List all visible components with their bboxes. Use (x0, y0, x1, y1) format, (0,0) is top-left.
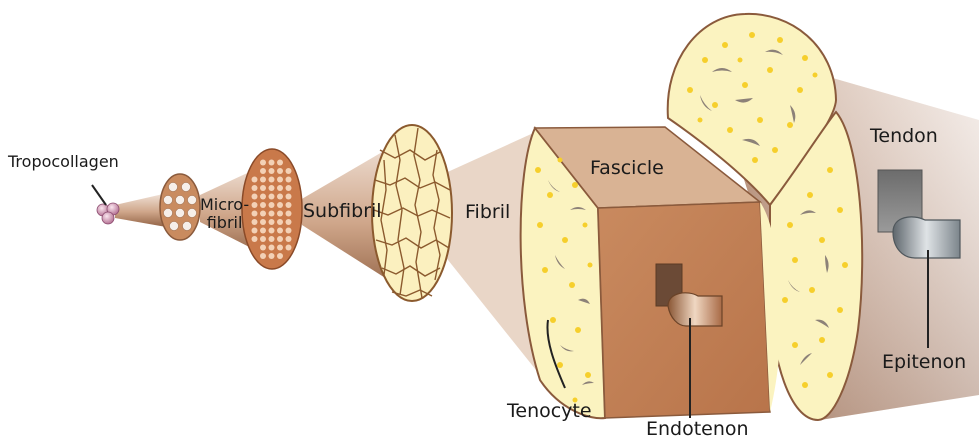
subfibril-dot (269, 168, 275, 174)
subfibril-dot (286, 177, 292, 183)
subfibril-dot (260, 185, 266, 191)
subfibril-dot (260, 253, 266, 259)
subfibril-dot (269, 177, 275, 183)
fibril-label: Fibril (465, 202, 510, 223)
subfibril-dot (277, 236, 283, 242)
subfibril-dot (260, 168, 266, 174)
subfibril-dot (286, 245, 292, 251)
subfibril-dot (277, 228, 283, 234)
microfibril-label: Micro- fibril (200, 196, 249, 232)
subfibril-dot (277, 185, 283, 191)
tropocollagen-label: Tropocollagen (8, 153, 119, 171)
subfibril-dot (286, 211, 292, 217)
subfibril-dot (252, 228, 258, 234)
subfibril-dot (277, 202, 283, 208)
subfibril-dot (286, 219, 292, 225)
subfibril-dot (252, 177, 258, 183)
microfibril-label-line1: Micro- (200, 196, 249, 214)
subfibril-dot (260, 160, 266, 166)
subfibril-dot (277, 211, 283, 217)
subfibril-dot (269, 219, 275, 225)
subfibril-dot (252, 194, 258, 200)
subfibril-dot (252, 219, 258, 225)
subfibril-dot (277, 177, 283, 183)
tropocollagen-leader (92, 185, 106, 205)
subfibril-dot (252, 202, 258, 208)
subfibril-dot (269, 194, 275, 200)
endotenon-label: Endotenon (646, 419, 749, 440)
subfibril-dot (260, 177, 266, 183)
subfibril-dot (269, 160, 275, 166)
subfibril-dot (286, 194, 292, 200)
subfibril-dot (269, 228, 275, 234)
tendon-label: Tendon (870, 126, 938, 147)
tenocyte-label: Tenocyte (507, 401, 592, 422)
tropocollagen-molecule (97, 203, 119, 224)
subfibril-dot (286, 168, 292, 174)
subfibril-dot (277, 160, 283, 166)
subfibril-dot (286, 236, 292, 242)
subfibril-dot (286, 185, 292, 191)
subfibril-dot (260, 236, 266, 242)
subfibril-dot (277, 194, 283, 200)
subfibril-dot (277, 245, 283, 251)
fibril-disc (372, 125, 452, 301)
microfibril-disc (160, 174, 200, 240)
subfibril-dot (252, 185, 258, 191)
subfibril-dot (277, 219, 283, 225)
subfibril-dot (277, 253, 283, 259)
subfibril-disc (242, 149, 302, 269)
subfibril-dot (260, 211, 266, 217)
fascicle-label: Fascicle (590, 158, 664, 179)
subfibril-dot (252, 211, 258, 217)
subfibril-dot (269, 185, 275, 191)
subfibril-dot (269, 253, 275, 259)
subfibril-dot (260, 219, 266, 225)
epitenon-flap (893, 217, 960, 258)
subfibril-dot (260, 194, 266, 200)
subfibril-dot (286, 202, 292, 208)
subfibril-dot (269, 202, 275, 208)
subfibril-dot (260, 245, 266, 251)
subfibril-dot (260, 228, 266, 234)
endotenon-flap (668, 293, 722, 326)
epitenon-label: Epitenon (882, 352, 966, 373)
subfibril-dot (277, 168, 283, 174)
microfibril-label-line2: fibril (200, 214, 249, 232)
subfibril-dot (286, 228, 292, 234)
subfibril-dot (269, 245, 275, 251)
subfibril-dot (269, 236, 275, 242)
subfibril-dot (260, 202, 266, 208)
subfibril-label: Subfibril (303, 201, 382, 222)
subfibril-dot (252, 236, 258, 242)
subfibril-dot (269, 211, 275, 217)
